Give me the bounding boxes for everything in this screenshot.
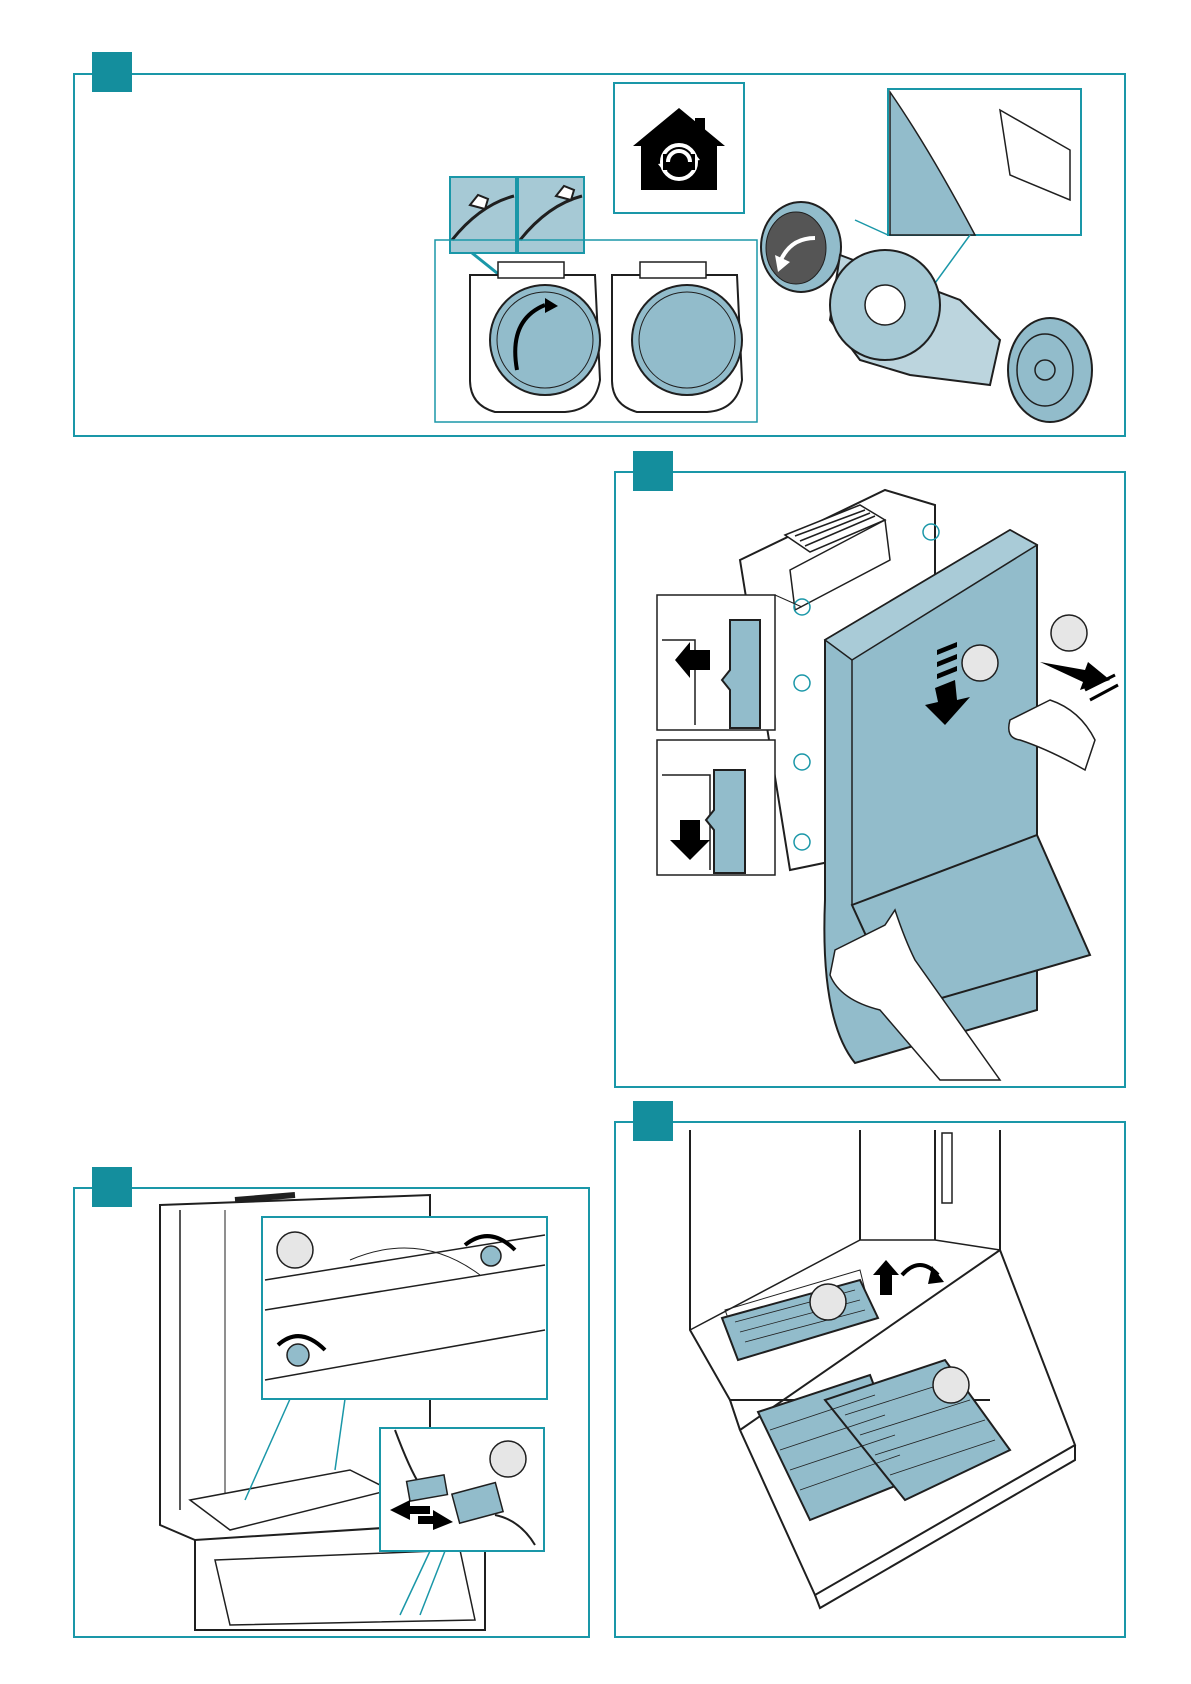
grease-filter-lower xyxy=(758,1360,1010,1520)
lift-arrow-icon xyxy=(873,1260,899,1295)
grease-filter-upper xyxy=(722,1280,878,1360)
